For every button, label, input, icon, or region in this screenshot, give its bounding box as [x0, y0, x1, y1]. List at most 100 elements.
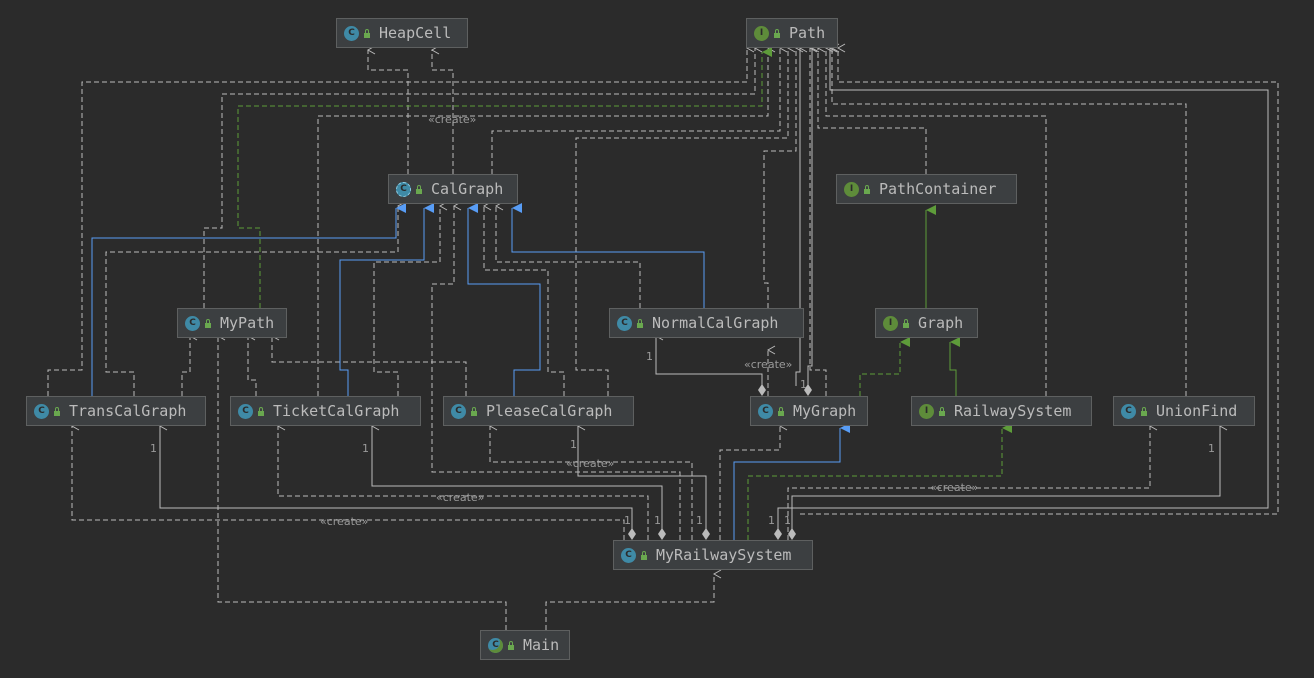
edge-calgraph-heapcell-create — [430, 45, 454, 174]
lock-icon — [54, 406, 60, 416]
multiplicity-label: 1 — [570, 438, 577, 451]
edge-ticketcal-path — [317, 43, 776, 396]
edge-normalcal-calgraph — [494, 201, 641, 308]
edge-ticketcal-calgraph — [373, 201, 448, 396]
assoc-myrailway-path — [777, 43, 1269, 530]
class-node-mypath[interactable]: C MyPath — [177, 308, 287, 338]
create-label-transcal: «create» — [320, 515, 369, 528]
edge-normalcal-path — [763, 43, 804, 308]
edge-myrailway-ticketcal — [276, 421, 649, 540]
implements-mypath-path — [237, 47, 772, 308]
edge-myrailway-pleasecal — [488, 421, 693, 540]
edge-mygraph-path — [808, 43, 827, 396]
assoc-mygraph-path-2 — [795, 43, 808, 386]
multiplicity-label: 1 — [362, 442, 369, 455]
class-node-transcalgraph[interactable]: C TransCalGraph — [26, 396, 206, 426]
diamond-myrailway-4 — [774, 528, 782, 540]
lock-icon — [641, 550, 647, 560]
class-node-myrailwaysystem[interactable]: C MyRailwaySystem — [613, 540, 813, 570]
lock-icon — [1141, 406, 1147, 416]
interface-icon: I — [754, 25, 769, 41]
edge-transcal-calgraph — [105, 201, 406, 396]
class-icon: C — [238, 403, 253, 419]
class-node-mygraph[interactable]: C MyGraph — [750, 396, 868, 426]
extends-pleasecal-calgraph — [467, 203, 541, 396]
class-node-heapcell[interactable]: C HeapCell — [336, 18, 468, 48]
class-name: Path — [789, 24, 826, 42]
edge-pathcontainer-path — [816, 43, 927, 174]
class-name: CalGraph — [431, 180, 504, 198]
class-node-main[interactable]: C Main — [480, 630, 570, 660]
class-name: HeapCell — [379, 24, 452, 42]
abstract-node-calgraph[interactable]: C CalGraph — [388, 174, 518, 204]
interface-node-graph[interactable]: I Graph — [875, 308, 978, 338]
interface-icon: I — [883, 315, 898, 331]
interface-icon: I — [844, 181, 859, 197]
multiplicity-label: 1 — [800, 378, 807, 391]
implements-railway-graph — [949, 337, 960, 396]
lock-icon — [508, 640, 514, 650]
diamond-myrailway-1 — [628, 528, 636, 540]
extends-myrailway-mygraph — [733, 423, 850, 540]
class-icon: C — [758, 403, 773, 419]
class-node-pleasecalgraph[interactable]: C PleaseCalGraph — [443, 396, 634, 426]
class-icon: C — [34, 403, 49, 419]
multiplicity-label: 1 — [624, 514, 631, 527]
diamond-myrailway-2 — [658, 528, 666, 540]
class-node-ticketcalgraph[interactable]: C TicketCalGraph — [230, 396, 421, 426]
class-name: NormalCalGraph — [652, 314, 779, 332]
dependency-edges — [47, 43, 1279, 630]
edge-calgraph-path — [491, 43, 788, 174]
class-name: TicketCalGraph — [273, 402, 400, 420]
extends-ticketcal-calgraph — [339, 203, 434, 396]
multiplicity-label: 1 — [654, 514, 661, 527]
edge-ticketcal-mypath — [246, 331, 257, 396]
lock-icon — [903, 318, 909, 328]
edge-transcal-mypath — [181, 331, 198, 396]
implements-myrailway-railway — [747, 423, 1012, 540]
diamond-mygraph-2 — [804, 384, 812, 396]
class-name: RailwaySystem — [954, 402, 1072, 420]
main-class-icon: C — [488, 637, 503, 653]
composition-diamonds — [628, 384, 812, 540]
interface-node-railwaysystem[interactable]: I RailwaySystem — [911, 396, 1092, 426]
create-label-pleasecal: «create» — [566, 457, 615, 470]
interface-node-path[interactable]: I Path — [746, 18, 838, 48]
class-node-unionfind[interactable]: C UnionFind — [1113, 396, 1255, 426]
create-label-ticketcal: «create» — [436, 491, 485, 504]
edge-calgraph-heapcell — [366, 45, 409, 174]
class-name: Main — [523, 636, 560, 654]
diamond-myrailway-3 — [702, 528, 710, 540]
class-name: Graph — [918, 314, 964, 332]
assoc-mygraph-normalcal — [654, 331, 763, 386]
lock-icon — [416, 184, 422, 194]
implements-edges — [237, 47, 1012, 540]
lock-icon — [774, 28, 780, 38]
class-icon: C — [344, 25, 359, 41]
class-name: PleaseCalGraph — [486, 402, 613, 420]
class-icon: C — [621, 547, 636, 563]
multiplicity-label: 1 — [1208, 442, 1215, 455]
edge-railway-path — [824, 43, 1047, 396]
class-icon: C — [617, 315, 632, 331]
class-name: MyRailwaySystem — [656, 546, 792, 564]
assoc-myrailway-unionfind — [791, 421, 1228, 530]
extends-normalcal-calgraph — [511, 203, 705, 308]
lock-icon — [258, 406, 264, 416]
class-name: MyGraph — [793, 402, 857, 420]
edge-main-myrailway — [545, 569, 722, 630]
assoc-myrailway-transcal — [158, 421, 633, 530]
lock-icon — [471, 406, 477, 416]
assoc-mygraph-path — [807, 43, 820, 386]
class-name: TransCalGraph — [69, 402, 187, 420]
class-node-normalcalgraph[interactable]: C NormalCalGraph — [609, 308, 804, 338]
diamond-myrailway-5 — [788, 528, 796, 540]
extends-edges — [91, 203, 850, 540]
multiplicity-label: 1 — [784, 514, 791, 527]
interface-node-pathcontainer[interactable]: I PathContainer — [836, 174, 1017, 204]
create-label-railway: «create» — [930, 481, 979, 494]
edge-myrailway-unionfind — [787, 421, 1158, 540]
abstract-class-icon: C — [396, 181, 411, 197]
assoc-myrailway-pleasecal — [576, 421, 707, 530]
